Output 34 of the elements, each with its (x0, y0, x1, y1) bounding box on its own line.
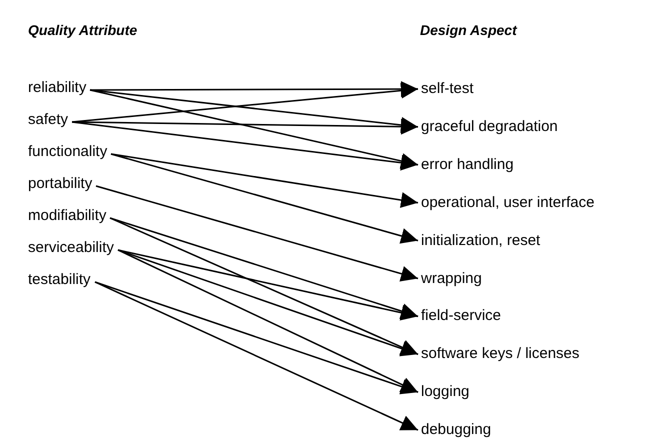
design-aspect: operational, user interface (421, 192, 594, 213)
design-aspect: graceful degradation (421, 116, 558, 137)
design-aspect: field-service (421, 306, 502, 326)
design-aspect: self-test (421, 79, 474, 99)
arrow (118, 249, 418, 356)
design-aspect: logging (421, 382, 470, 402)
quality-attribute: safety (28, 110, 68, 130)
arrow (72, 121, 418, 171)
arrow (90, 89, 418, 169)
design-aspect: initialization, reset (421, 230, 540, 251)
quality-attribute: serviceability (28, 238, 114, 258)
arrow (110, 153, 418, 244)
arrow (90, 89, 418, 133)
arrow (110, 217, 418, 355)
design-aspect: wrapping (421, 268, 482, 288)
quality-attribute: functionality (28, 142, 108, 162)
arrow (90, 81, 418, 98)
arrow (72, 82, 418, 123)
arrow (118, 249, 418, 393)
arrow (96, 185, 418, 282)
design-aspect: software keys / licenses (421, 344, 580, 364)
column-heading: Design Aspect (420, 22, 517, 38)
column-heading: Quality Attribute (28, 22, 138, 38)
quality-attribute: modifiability (28, 206, 106, 226)
arrow (94, 281, 418, 431)
design-aspect: error handling (421, 154, 514, 175)
quality-attribute: reliability (28, 78, 86, 98)
arrow (110, 153, 418, 208)
quality-attribute: portability (28, 174, 92, 194)
arrow (110, 217, 418, 319)
design-aspect: debugging (421, 420, 492, 439)
quality-attribute: testability (28, 270, 91, 290)
arrow (94, 281, 418, 394)
arrow (118, 249, 418, 321)
